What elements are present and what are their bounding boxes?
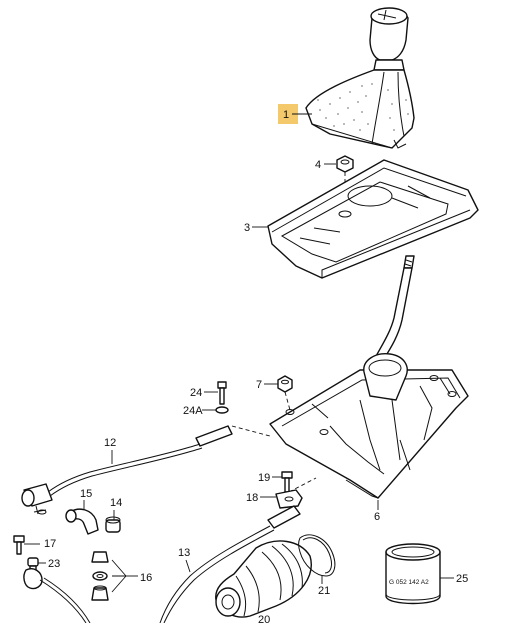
callout-25[interactable]: 25 bbox=[456, 573, 468, 585]
cover-plate bbox=[267, 159, 479, 279]
shift-housing bbox=[269, 353, 469, 499]
callout-1-highlight bbox=[278, 104, 298, 124]
clip-set-16 bbox=[91, 551, 127, 601]
callout-16[interactable]: 16 bbox=[140, 572, 152, 584]
screw-17 bbox=[13, 535, 25, 555]
callout-24[interactable]: 24 bbox=[190, 387, 202, 399]
elbow-15 bbox=[65, 508, 99, 535]
callout-20[interactable]: 20 bbox=[258, 614, 270, 623]
bellows-20 bbox=[215, 540, 312, 618]
callout-1[interactable]: 1 bbox=[283, 109, 289, 121]
part-marking: G 052 142 A2 bbox=[389, 579, 429, 586]
bolt-19 bbox=[281, 471, 317, 493]
boot-texture bbox=[317, 83, 409, 131]
callout-23[interactable]: 23 bbox=[48, 558, 60, 570]
callout-17[interactable]: 17 bbox=[44, 538, 56, 550]
bracket-18 bbox=[275, 489, 303, 509]
callout-7[interactable]: 7 bbox=[256, 379, 262, 391]
nut-4 bbox=[336, 155, 354, 206]
callout-13[interactable]: 13 bbox=[178, 547, 190, 559]
callout-12[interactable]: 12 bbox=[104, 437, 116, 449]
nut-7 bbox=[277, 375, 293, 411]
shift-cable-13 bbox=[159, 505, 301, 623]
sleeve-25: G 052 142 A2 bbox=[385, 543, 441, 605]
bolt-24 bbox=[215, 381, 229, 414]
callout-14[interactable]: 14 bbox=[110, 497, 122, 509]
callout-21[interactable]: 21 bbox=[318, 585, 330, 597]
callout-19[interactable]: 19 bbox=[258, 472, 270, 484]
shift-cable-12 bbox=[21, 425, 233, 515]
ring-clip-21 bbox=[298, 534, 336, 577]
callout-24a[interactable]: 24A bbox=[183, 405, 203, 417]
callout-4[interactable]: 4 bbox=[315, 159, 321, 171]
selector-rod bbox=[23, 568, 91, 623]
shift-lever bbox=[373, 255, 415, 363]
callout-3[interactable]: 3 bbox=[244, 222, 250, 234]
bushing-14 bbox=[105, 516, 121, 533]
callout-15[interactable]: 15 bbox=[80, 488, 92, 500]
gear-knob-boot bbox=[305, 7, 415, 149]
callout-18[interactable]: 18 bbox=[246, 492, 258, 504]
callout-6[interactable]: 6 bbox=[374, 511, 380, 523]
